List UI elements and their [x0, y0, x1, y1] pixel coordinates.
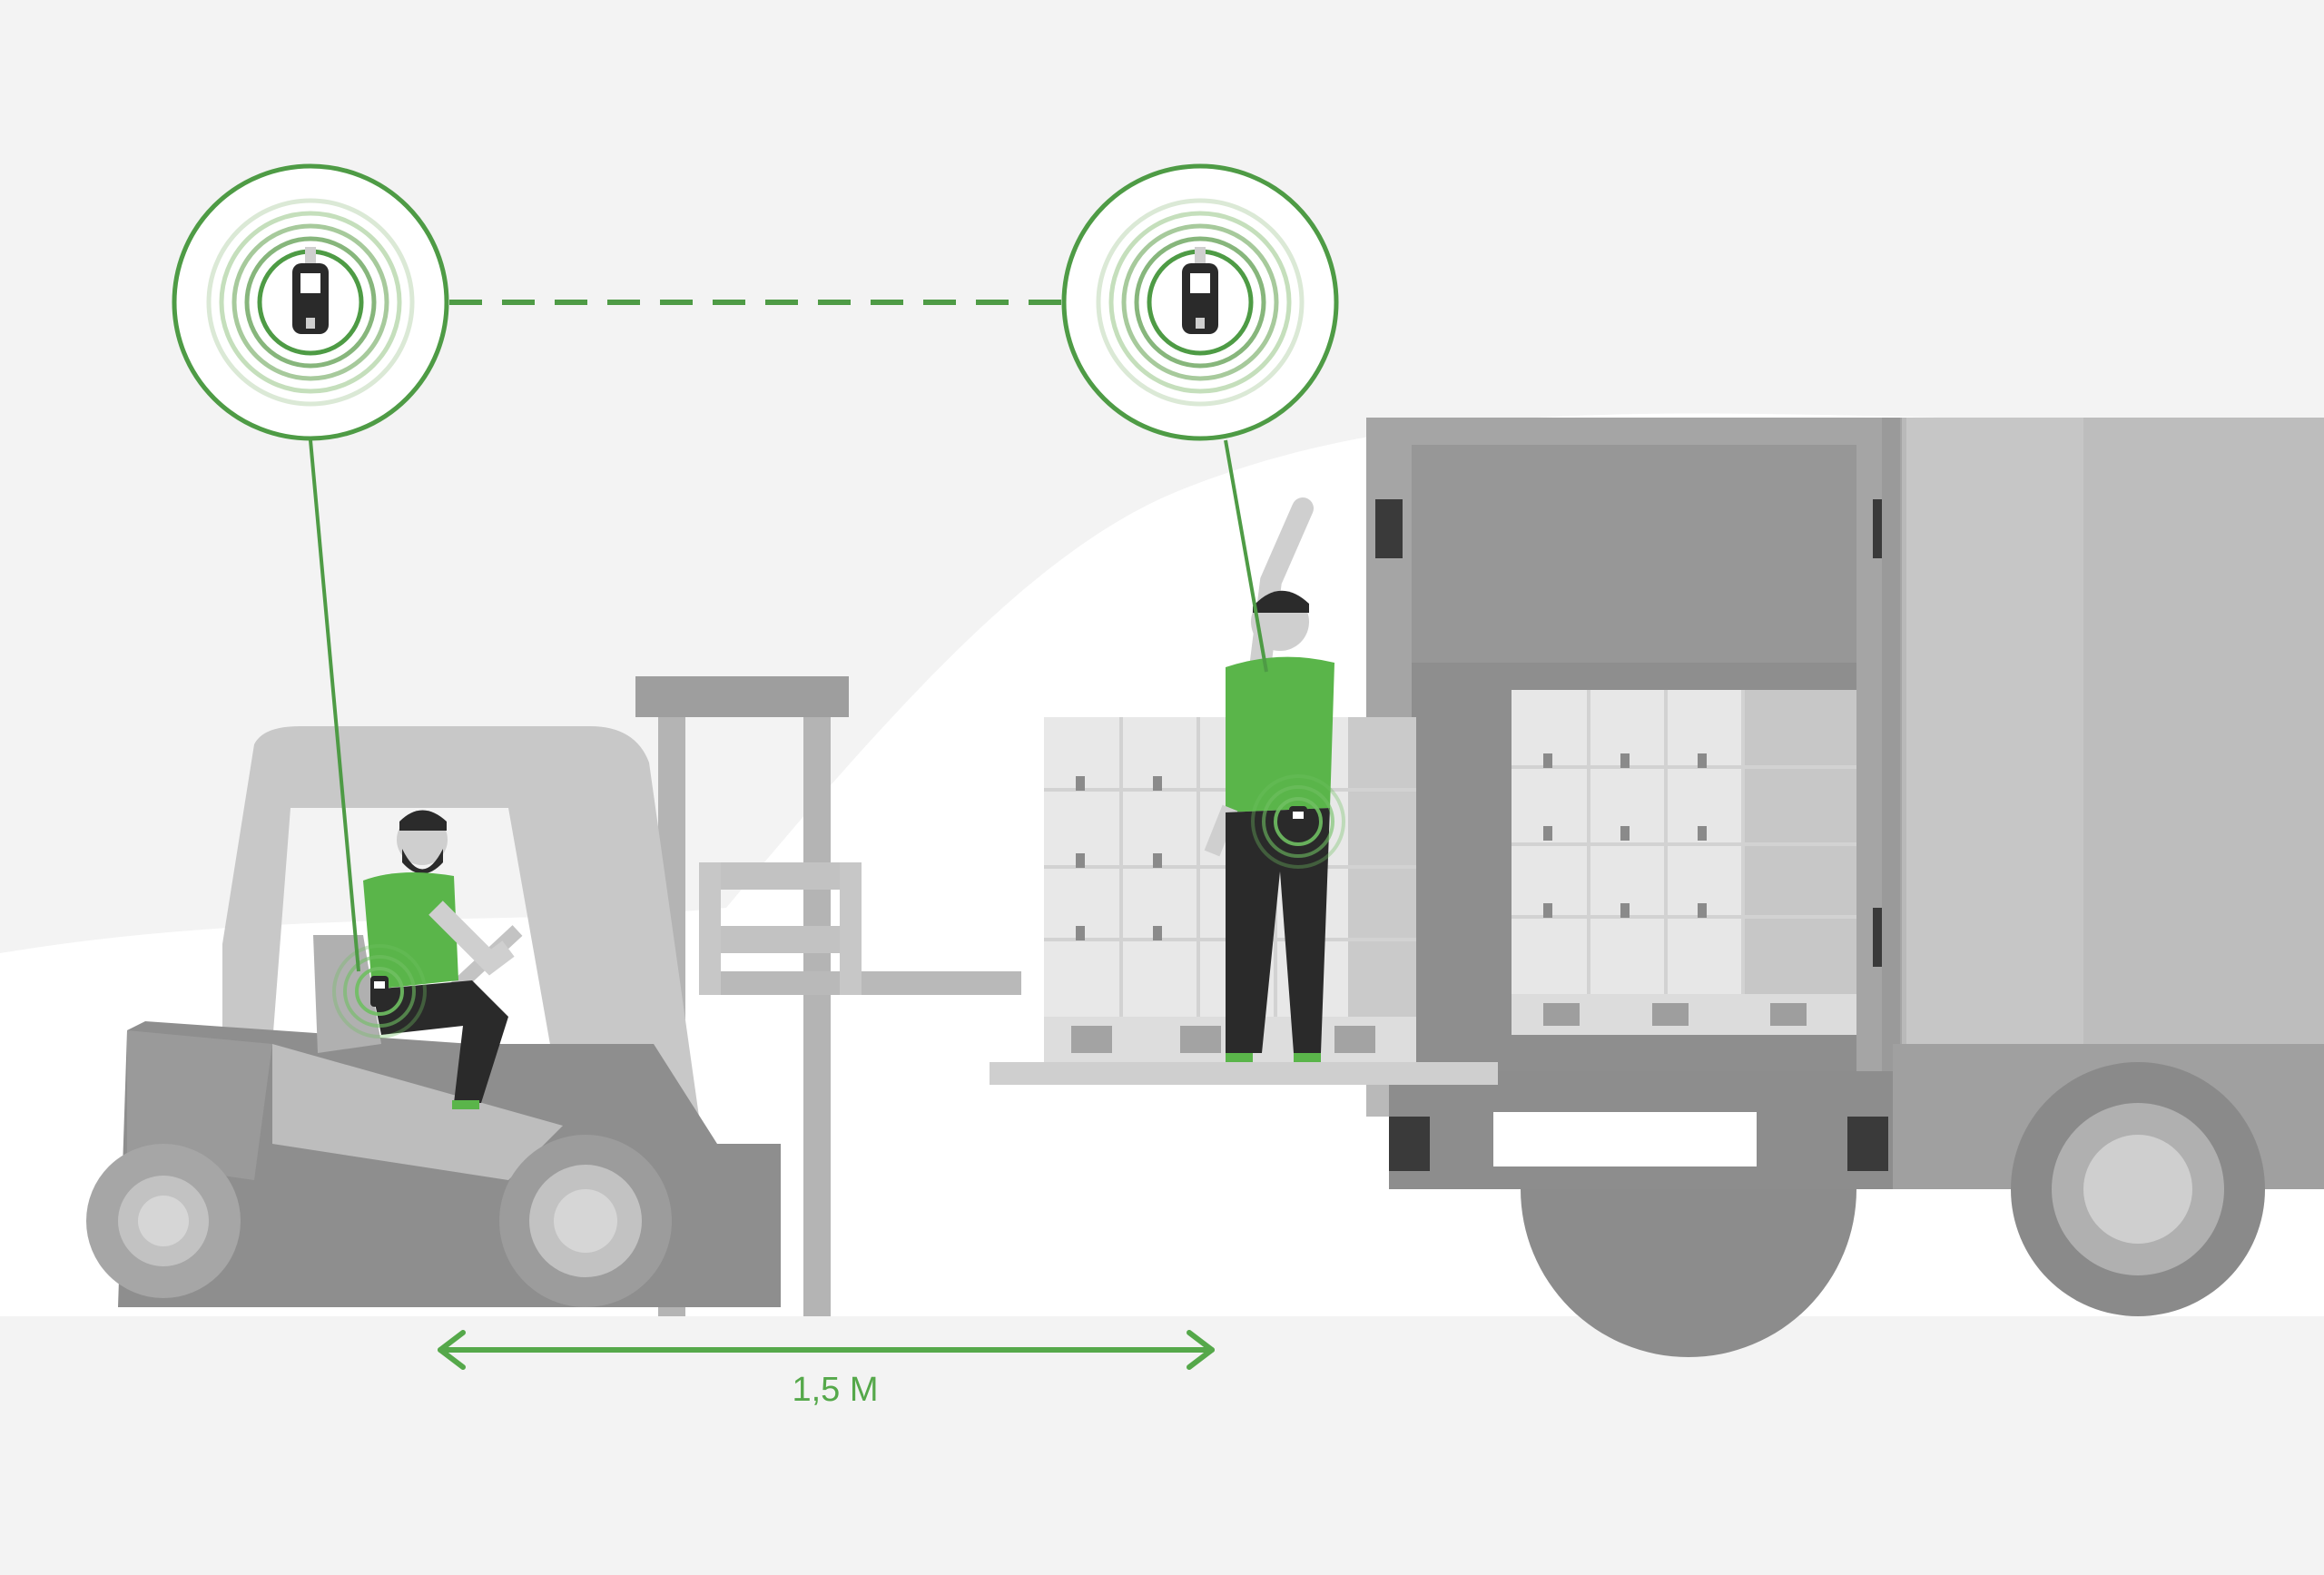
- truck-bumper: [1493, 1112, 1757, 1166]
- wearable-device-icon: [1182, 247, 1218, 334]
- driver-arm: [428, 901, 515, 976]
- distance-label: 1,5 M: [792, 1371, 879, 1409]
- driver-wearable-device-icon: [370, 976, 389, 1007]
- wearable-device-icon: [292, 247, 329, 334]
- callout-line-left: [309, 439, 360, 972]
- worker-driver: [332, 810, 515, 1109]
- standing-signal-waves-icon: [1251, 774, 1345, 869]
- callout-left: [172, 163, 449, 441]
- truck-door-hinge: [1375, 499, 1403, 558]
- truck-pallet-boxes: [1512, 690, 1856, 1035]
- driver-shirt: [363, 872, 458, 989]
- callout-right: [1061, 163, 1339, 441]
- standing-pants: [1226, 808, 1330, 1053]
- forklift-mast-top: [635, 676, 849, 717]
- standing-shirt: [1226, 656, 1334, 812]
- forklift-cab: [222, 726, 699, 1117]
- driver-signal-waves-icon: [332, 944, 427, 1039]
- callout-line-right: [1224, 439, 1268, 673]
- loading-platform: [990, 1062, 1498, 1085]
- double-arrow-icon: [438, 1330, 1215, 1370]
- standing-wearable-device-icon: [1289, 806, 1307, 837]
- truck: [1366, 418, 2324, 1357]
- forklift: [86, 676, 1021, 1316]
